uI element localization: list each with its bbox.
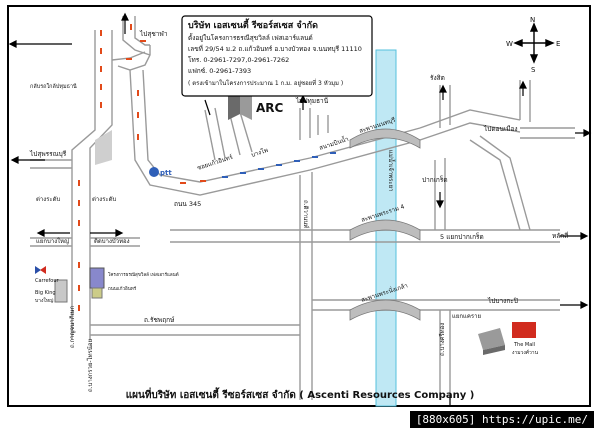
compass-n: N <box>530 16 535 24</box>
route-red <box>78 24 206 311</box>
label-carrefour: Carrefour <box>35 278 60 284</box>
label-housing: โครงการธรณีสุขวิลล์ เฟสเอาร์แลนด์ <box>108 271 179 278</box>
label-pathumthani: ไปปทุมธานี <box>295 97 329 105</box>
label-bigking: Big King <box>35 290 56 296</box>
company-phone: โทร. 0-2961-7297,0-2961-7262 <box>188 56 289 64</box>
label-sanambinnam: สนามบินน้ำ <box>318 133 350 152</box>
label-soi-kaewin: ซอยแก้วอินทร์ <box>196 153 234 172</box>
arc-label: ARC <box>256 101 284 115</box>
label-kanchana: ถ.กาญจนาภิเษก <box>69 305 76 348</box>
overpass-shade <box>95 130 112 165</box>
label-intersection1: ต่างระดับ <box>36 196 61 203</box>
ptt-label: ptt <box>160 169 172 177</box>
label-kanlapaphruek: กลับรถใกล้ปทุมธานี <box>30 83 77 90</box>
label-bangbuathong: ติดบางบัวทอง <box>94 238 130 245</box>
label-bangpho: บางโพ <box>250 146 269 159</box>
label-ratchaphruek: ถ.รัชพฤกษ์ <box>144 316 175 324</box>
compass-s: S <box>531 66 536 74</box>
carrefour-logo-icon <box>35 266 46 274</box>
company-address: เลขที่ 29/54 ม.2 ถ.แก้วอินทร์ อ.บางบัวทอ… <box>188 44 362 53</box>
mall-logo-icon <box>512 322 536 338</box>
compass-e: E <box>556 40 560 48</box>
label-bangkruai: ถ.บางกรวย-ไทรน้อย <box>86 339 94 392</box>
bridge-rama4 <box>349 219 421 241</box>
label-pakkret: ปากเกร็ด <box>422 175 448 184</box>
compass-icon <box>513 22 555 64</box>
label-to-donmueang: ไปดอนเมือง <box>483 125 518 133</box>
compass-w: W <box>506 40 513 48</box>
label-to-bangkapi: ไปบางกะปิ <box>487 297 518 305</box>
direction-arrows <box>8 12 592 405</box>
label-kaewin: ถนนแก้วอินทร์ <box>108 285 137 292</box>
company-building: ตั้งอยู่ในโครงการธรณีสุขวิลล์ เฟสเอาร์แล… <box>188 33 313 42</box>
label-bangyai2: บางใหญ่ <box>35 297 53 304</box>
company-fax: แฟกซ์. 0-2961-7393 <box>188 67 251 75</box>
label-soi-pakkret5: 5 แยกปากเกร็ด <box>440 232 484 241</box>
label-intersection2: ต่างระดับ <box>92 196 117 203</box>
label-thanon345: ถนน 345 <box>174 200 201 208</box>
arc-building <box>228 90 252 120</box>
map-frame <box>7 5 591 407</box>
label-yaek-ngam: แยกแคราย <box>452 313 481 320</box>
footer-title: แผนที่บริษัท เอสเซนตี้ รีซอร์สเซส จำกัด … <box>126 387 475 401</box>
label-to-suphan: ไปสุพรรณบุรี <box>29 150 67 158</box>
watermark: [880x605] https://upic.me/ <box>409 411 594 428</box>
company-name: บริษัท เอสเซนตี้ รีซอร์สเซส จำกัด <box>188 18 318 31</box>
label-bangyai: แยกบางใหญ่ <box>36 237 69 245</box>
label-tiwanon: ถ.ติวานนท์ <box>302 200 310 228</box>
ptt-icon <box>149 167 159 177</box>
bridges <box>349 128 421 321</box>
roads <box>30 16 575 400</box>
label-bridge-rama4: สะพานพระราม 4 <box>360 203 405 224</box>
label-mall: The Mall <box>513 342 535 348</box>
label-bridge-phranangklao: สะพานพระนั่งเกล้า <box>360 281 409 304</box>
label-bridge-nonthaburi: สะพานนนทบุรี <box>358 115 397 134</box>
label-laksi: หลักสี่ <box>552 231 568 240</box>
stores <box>54 267 105 303</box>
bridge-phranangklao <box>349 299 421 321</box>
label-mall-th: งามวงศ์วาน <box>512 349 539 356</box>
label-bangsithong: ถ.บางศรีทอง <box>438 323 446 356</box>
mall-building <box>478 328 505 355</box>
company-info-box <box>181 15 373 97</box>
label-rangsit: รังสิต <box>430 74 445 82</box>
company-note: ( ตรงเข้ามาในโครงการประมาณ 1 ก.ม. อยู่ซอ… <box>188 79 343 87</box>
bridge-nonthaburi <box>349 128 421 149</box>
label-chaopraya: แม่น้ำเจ้าพระยา <box>387 150 397 192</box>
label-to-suphan-top: ไปสุชาฬา <box>139 30 168 38</box>
route-blue <box>222 152 336 178</box>
